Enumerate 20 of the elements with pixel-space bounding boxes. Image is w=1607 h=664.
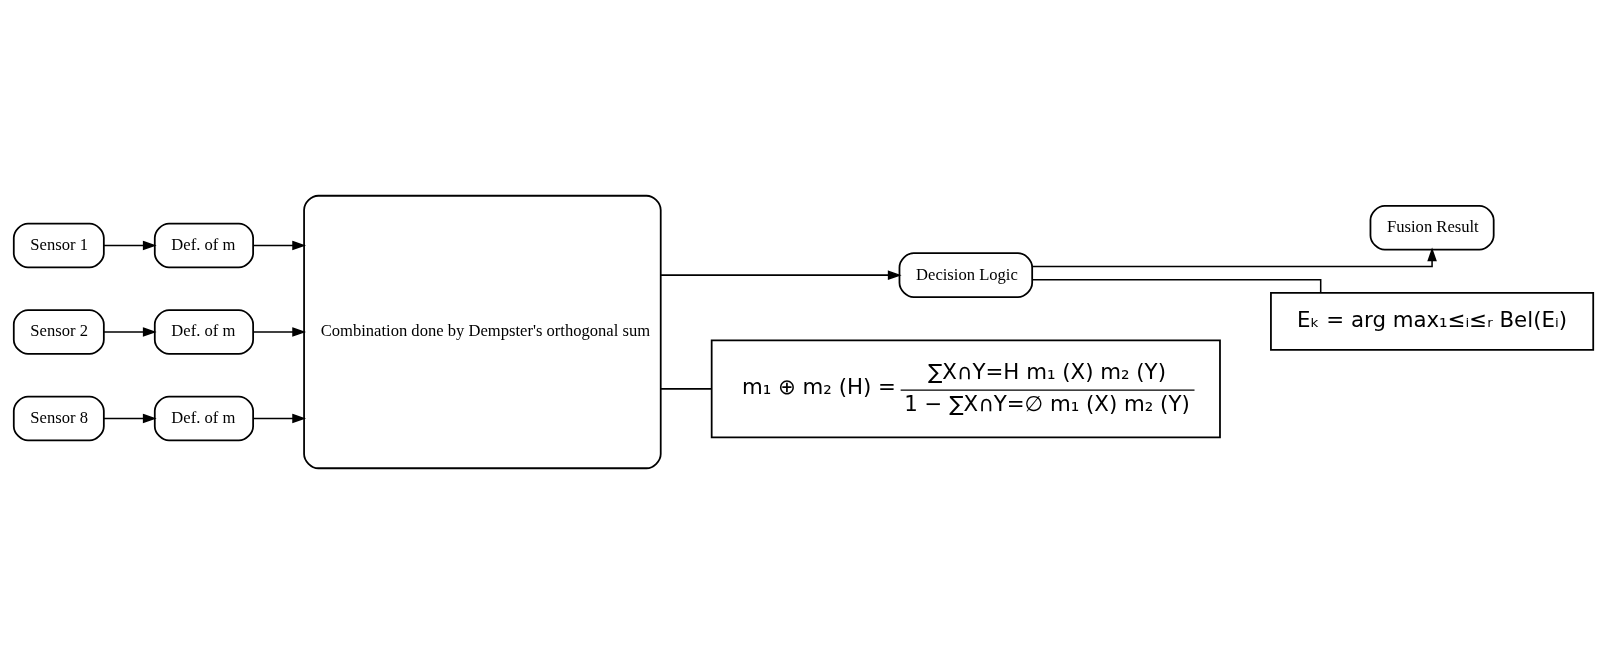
node-box: Eₖ = arg max₁≤ᵢ≤ᵣ Bel(Eᵢ)	[1270, 292, 1595, 351]
node-box: Fusion Result	[1369, 204, 1495, 251]
arrow	[103, 327, 157, 337]
node-box: Def. of m	[153, 395, 254, 442]
node-box: Sensor 1	[12, 222, 105, 269]
node-box: Sensor 8	[12, 395, 105, 442]
node-box: Sensor 2	[12, 309, 105, 355]
arrow	[1031, 247, 1437, 268]
node-box: Combination done by Dempster's orthogonal sum	[303, 194, 662, 470]
node-box: Def. of m	[153, 222, 254, 269]
connector	[660, 388, 713, 390]
connector	[1031, 278, 1322, 294]
node-box: Decision Logic	[898, 252, 1034, 298]
arrow	[660, 270, 902, 280]
arrow	[252, 327, 306, 337]
arrow	[252, 413, 306, 424]
arrow	[103, 413, 157, 424]
node-box: Def. of m	[153, 309, 254, 355]
arrow	[103, 240, 157, 251]
arrow	[252, 240, 306, 251]
